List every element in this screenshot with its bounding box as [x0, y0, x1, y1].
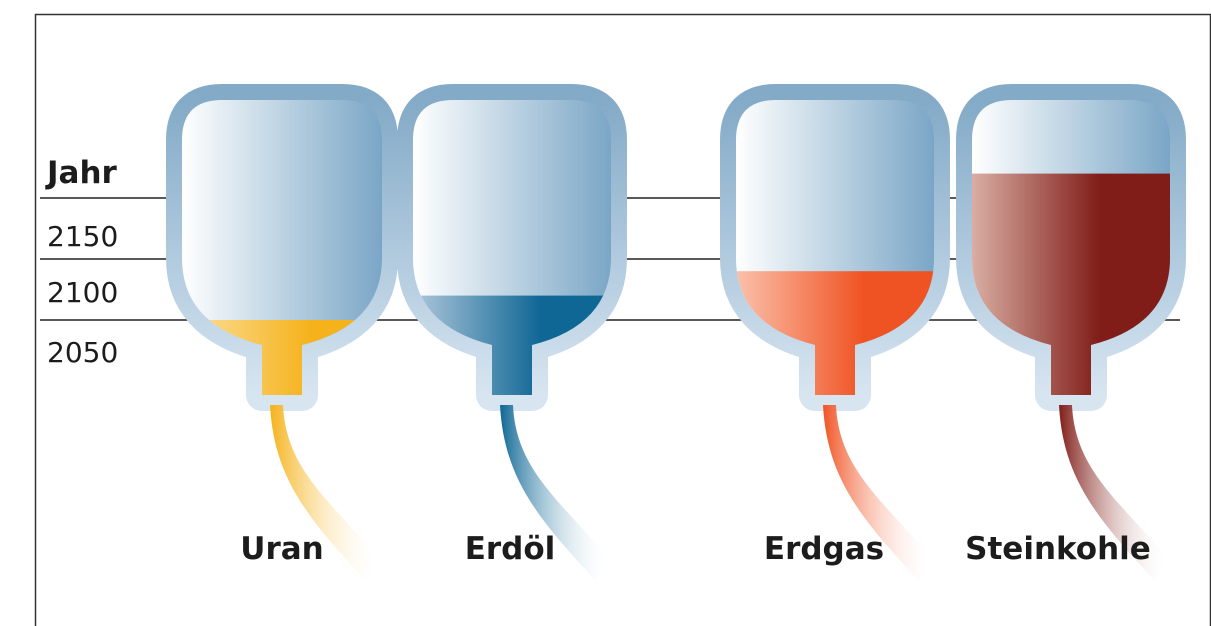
tick-label-2100: 2100	[47, 276, 118, 309]
resource-label-erdgas: Erdgas	[764, 531, 884, 567]
outflow-steinkohle	[1059, 405, 1169, 580]
resource-label-steinkohle: Steinkohle	[965, 531, 1151, 567]
fill-level-erdgas	[736, 271, 934, 395]
fill-level-uran	[182, 320, 382, 395]
axis-label-year: Jahr	[45, 155, 118, 191]
tick-label-2150: 2150	[47, 220, 118, 253]
outflow-erdoel	[500, 405, 610, 580]
resource-label-erdoel: Erdöl	[465, 531, 556, 567]
outflow-uran	[270, 405, 380, 580]
resource-label-uran: Uran	[240, 531, 323, 567]
fill-level-steinkohle	[972, 173, 1170, 395]
tick-label-2050: 2050	[47, 336, 118, 369]
outflow-erdgas	[823, 405, 933, 580]
